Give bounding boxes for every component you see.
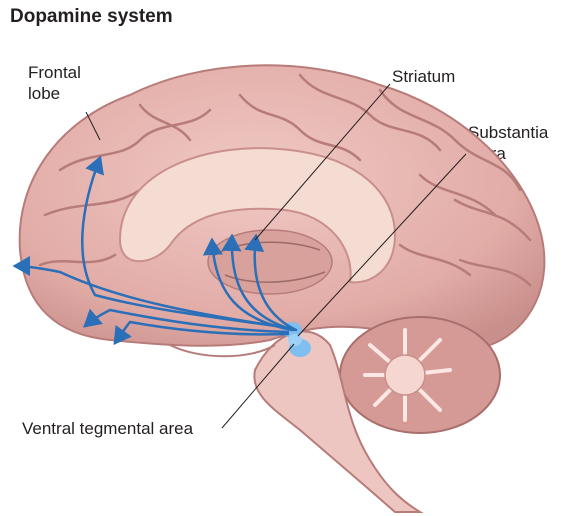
thalamus xyxy=(208,230,332,294)
